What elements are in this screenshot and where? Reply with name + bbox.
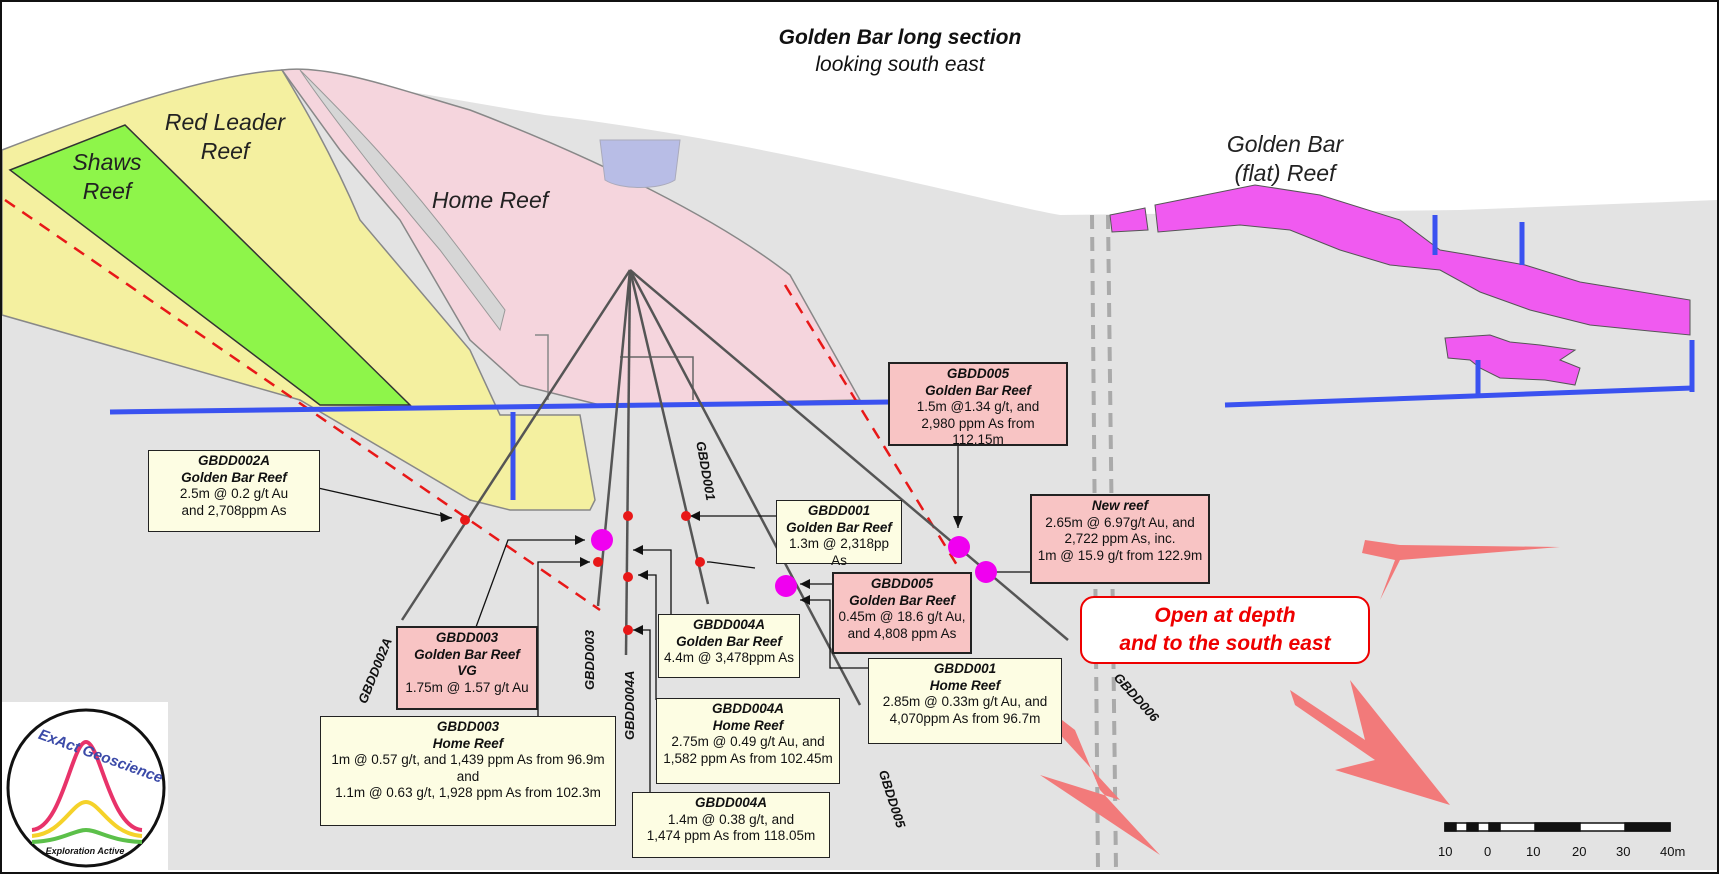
exact-geoscience-logo: ExAct Geoscience Exploration Active	[2, 702, 168, 872]
scale-tick-label: 10	[1526, 844, 1541, 859]
drillhole-label-gbdd003: GBDD003	[582, 630, 597, 690]
drillhole-gbdd002a	[400, 269, 632, 621]
fault-line-west	[4, 198, 601, 612]
title-line-1: Golden Bar long section	[778, 26, 1022, 49]
callout-gbdd004a-golden-bar: GBDD004A Golden Bar Reef 4.4m @ 3,478ppm…	[658, 614, 800, 678]
callout-gbdd001-home-reef: GBDD001 Home Reef 2.85m @ 0.33m g/t Au, …	[868, 658, 1062, 744]
drillhole-gbdd006	[629, 269, 1069, 641]
scale-tick-label: 30	[1616, 844, 1631, 859]
callout-gbdd003-home-reef: GBDD003 Home Reef 1m @ 0.57 g/t, and 1,4…	[320, 716, 616, 826]
title-line-2: looking south east	[815, 53, 985, 76]
home-reef-zone	[280, 68, 862, 406]
open-at-depth-note: Open at depth and to the south east	[1080, 596, 1370, 664]
callout-gbdd004a-home-reef: GBDD004A Home Reef 2.75m @ 0.49 g/t Au, …	[656, 698, 840, 784]
callout-new-reef: New reef 2.65m @ 6.97g/t Au, and 2,722 p…	[1030, 494, 1210, 584]
intercepts-small	[460, 511, 705, 635]
shaft-outline	[535, 334, 549, 400]
logo-graphic	[6, 708, 166, 868]
drillhole-label-gbdd004a: GBDD004A	[622, 670, 637, 740]
callout-gbdd004a-deep: GBDD004A 1.4m @ 0.38 g/t, and 1,474 ppm …	[632, 792, 830, 858]
drillhole-gbdd004a	[624, 269, 632, 656]
callout-gbdd005-golden-bar-2: GBDD005 Golden Bar Reef 0.45m @ 18.6 g/t…	[832, 572, 972, 654]
direction-arrows	[1010, 540, 1560, 855]
grey-wedge	[299, 69, 506, 332]
golden-bar-flat-reef-main	[1154, 184, 1691, 336]
arrow-southeast	[1290, 680, 1450, 805]
scale-tick-label: 0	[1484, 844, 1492, 859]
arrow-east	[1362, 540, 1560, 600]
scale-tick-label: 10	[1438, 844, 1453, 859]
callout-gbdd005-golden-bar: GBDD005 Golden Bar Reef 1.5m @1.34 g/t, …	[888, 362, 1068, 447]
callout-gbdd002a-golden-bar: GBDD002A Golden Bar Reef 2.5m @ 0.2 g/t …	[148, 450, 320, 532]
structure-outline	[620, 356, 694, 400]
drillhole-gbdd005	[628, 269, 862, 706]
golden-bar-flat-reef	[1109, 207, 1149, 233]
diagram-title: Golden Bar long section looking south ea…	[700, 24, 1100, 78]
drillhole-gbdd001	[628, 269, 710, 605]
logo-tagline: Exploration Active	[45, 846, 125, 856]
label-home-reef: Home Reef	[431, 187, 549, 213]
scale-tick-label: 20	[1572, 844, 1587, 859]
intercepts-large	[591, 529, 997, 597]
scale-tick-label: 40m	[1660, 844, 1686, 859]
label-golden-bar-flat-reef: Golden Bar(flat) Reef	[1226, 131, 1344, 186]
pit	[599, 139, 681, 188]
callout-gbdd003-golden-bar: GBDD003 Golden Bar Reef VG 1.75m @ 1.57 …	[396, 626, 538, 710]
drill-holes	[400, 269, 1069, 706]
workings	[109, 215, 1695, 500]
scale-bar	[1444, 822, 1671, 832]
shaws-reef-zone	[8, 124, 412, 406]
callout-gbdd001-golden-bar: GBDD001 Golden Bar Reef 1.3m @ 2,318pp A…	[776, 500, 902, 568]
golden-bar-lower-lens	[1444, 334, 1581, 386]
